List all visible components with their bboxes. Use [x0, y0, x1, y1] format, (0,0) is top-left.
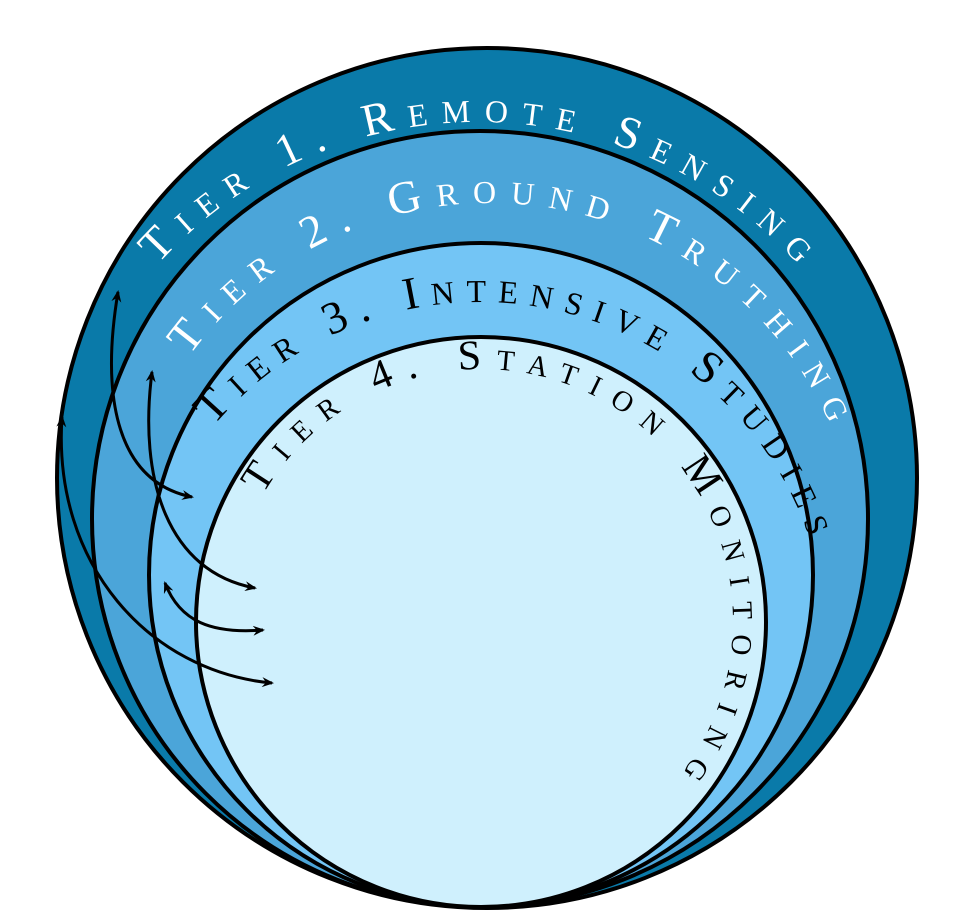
flow-arrow-4: [56, 415, 274, 688]
